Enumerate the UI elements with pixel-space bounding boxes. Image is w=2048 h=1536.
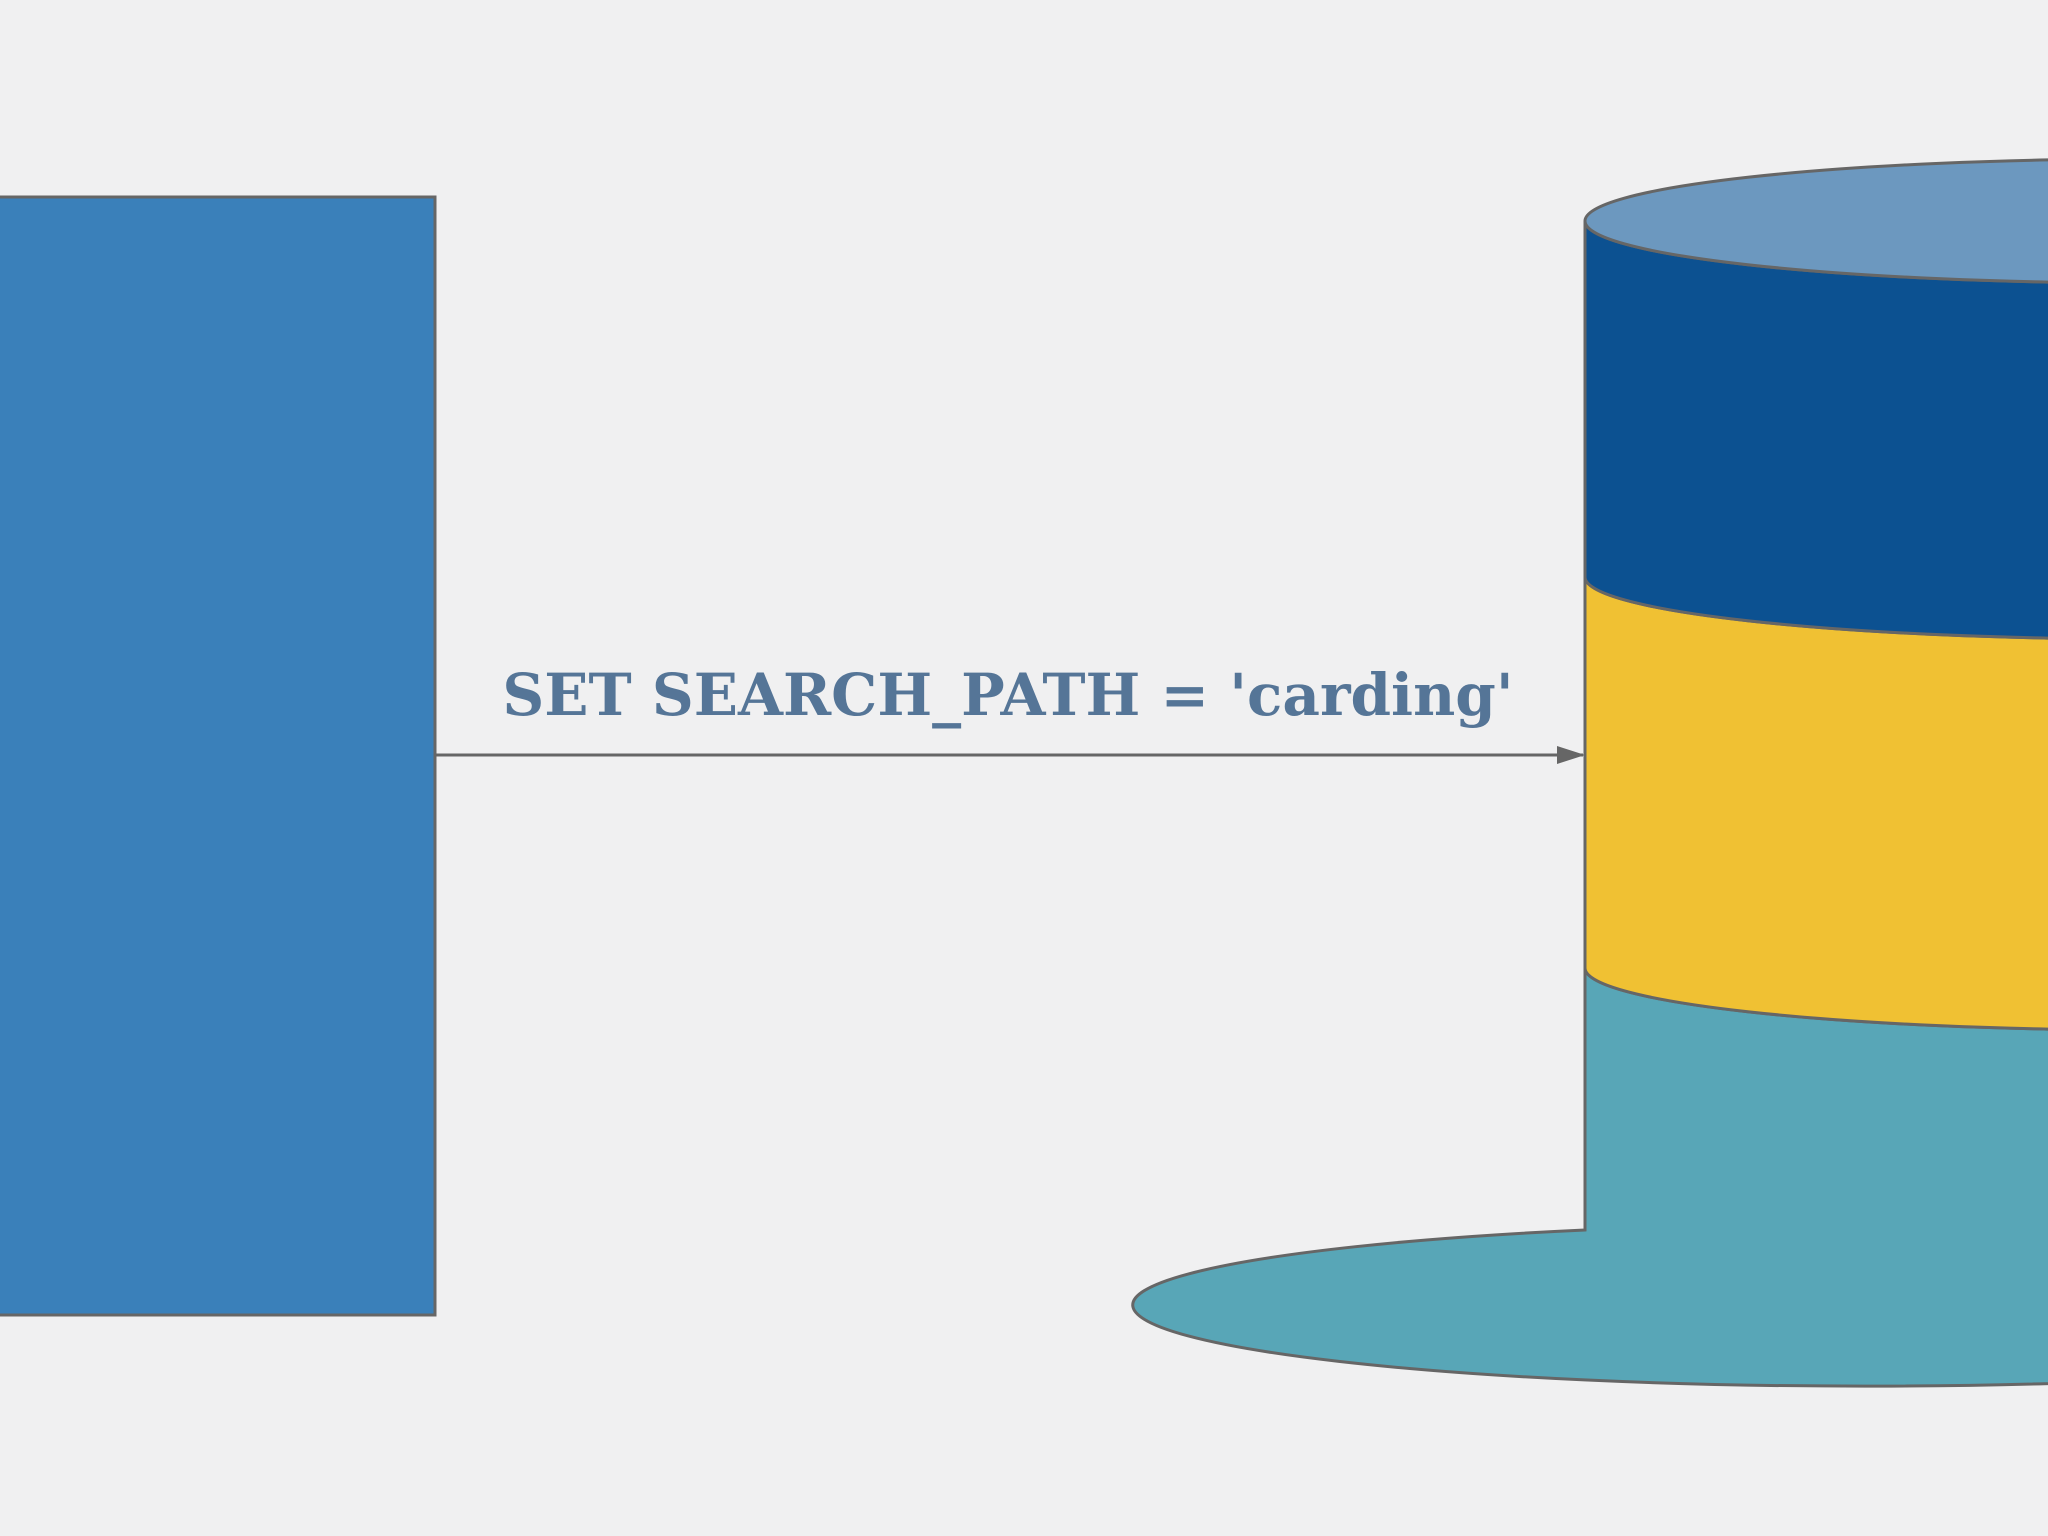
arrow-head (1557, 746, 1585, 764)
db-layer-top (1583, 220, 2048, 640)
client-box (0, 195, 437, 1317)
db-top-cap (1583, 158, 2048, 284)
database-cylinder (1130, 158, 2048, 1388)
db-layer-middle (1583, 576, 2048, 1031)
db-layer-bottom (1130, 967, 2048, 1388)
arrow-label: SET SEARCH_PATH = 'carding' (502, 661, 1513, 729)
